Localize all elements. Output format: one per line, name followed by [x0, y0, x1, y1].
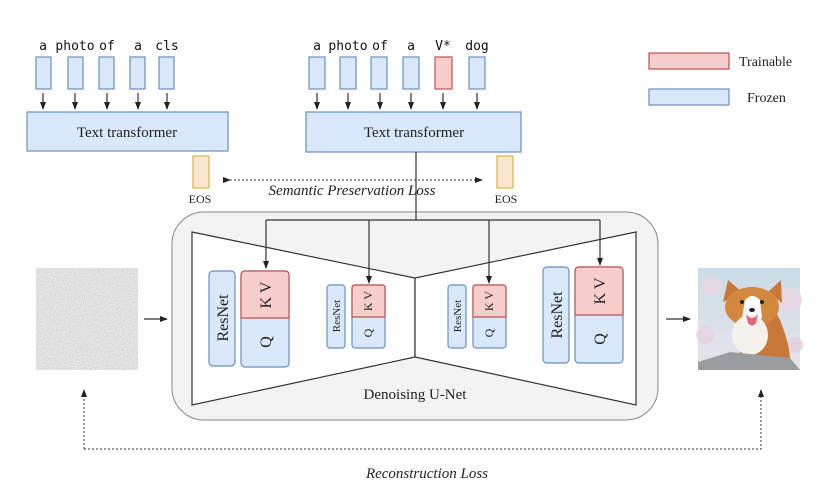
token-label: a — [407, 39, 415, 54]
resnet-label: ResNet — [549, 291, 566, 339]
resnet-label: ResNet — [215, 294, 232, 342]
eos-label: EOS — [495, 192, 518, 206]
unet-block-1: ResNet K V Q — [208, 270, 290, 368]
token-embedding — [67, 56, 84, 90]
token-label: dog — [465, 39, 488, 54]
token-embedding — [370, 56, 388, 90]
token-embedding — [402, 56, 420, 90]
token-embedding — [308, 56, 326, 90]
token-label: a — [313, 39, 321, 54]
resnet-label: ResNet — [452, 300, 464, 332]
left-text-encoder: a photo of a cls Text transformer EOS — [26, 39, 229, 206]
token-embedding — [98, 56, 115, 90]
kv-block — [574, 266, 624, 316]
unet-block-4: ResNet K V Q — [542, 266, 624, 364]
unet-label: Denoising U-Net — [364, 387, 468, 403]
kv-block — [472, 284, 507, 318]
eos-label: EOS — [189, 192, 212, 206]
token-embedding — [158, 56, 175, 90]
reconstruction-loss-label: Reconstruction Loss — [365, 466, 488, 482]
text-transformer-label: Text transformer — [77, 125, 177, 141]
token-label: photo — [55, 39, 94, 54]
unet-block-2: ResNet K V Q — [326, 284, 386, 349]
legend-frozen-label: Frozen — [747, 91, 786, 106]
q-label: Q — [482, 328, 496, 337]
right-text-encoder: a photo of a V* dog Text transformer EOS — [305, 39, 522, 206]
token-label: a — [39, 39, 47, 54]
token-embedding — [339, 56, 357, 90]
kv-block — [351, 284, 386, 318]
kv-block — [240, 270, 290, 319]
q-label: Q — [592, 333, 609, 345]
kv-label: K V — [361, 291, 375, 311]
noise-image — [36, 268, 138, 370]
legend-frozen-swatch — [648, 88, 730, 106]
text-transformer-label: Text transformer — [364, 125, 464, 141]
kv-label: K V — [258, 281, 275, 308]
token-label: a — [134, 39, 142, 54]
token-embedding — [129, 56, 146, 90]
token-label: cls — [155, 39, 178, 54]
resnet-block — [447, 284, 467, 349]
legend: Trainable Frozen — [648, 52, 792, 106]
legend-trainable-swatch — [648, 52, 730, 70]
reconstruction-loss-arrow-right — [84, 389, 764, 450]
trainable-token-embedding — [434, 56, 453, 90]
token-label: of — [372, 39, 388, 54]
resnet-block — [208, 270, 236, 367]
eos-embedding — [192, 155, 210, 189]
semantic-preservation-loss-label: Semantic Preservation Loss — [269, 183, 436, 199]
q-label: Q — [258, 336, 275, 348]
corgi-dog-photo — [696, 268, 803, 370]
q-label: Q — [361, 328, 375, 337]
kv-label: K V — [592, 277, 609, 304]
token-label: of — [99, 39, 115, 54]
eos-embedding — [496, 155, 514, 189]
unet-block-3: ResNet K V Q — [447, 284, 507, 349]
token-embedding — [35, 56, 52, 90]
text-transformer-block — [26, 111, 229, 152]
resnet-label: ResNet — [331, 300, 343, 332]
legend-trainable-label: Trainable — [739, 55, 792, 70]
token-label: V* — [435, 39, 451, 54]
resnet-block — [326, 284, 346, 349]
kv-label: K V — [482, 291, 496, 311]
text-transformer-block — [305, 111, 522, 153]
token-embedding — [468, 56, 486, 90]
resnet-block — [542, 266, 570, 364]
token-label: photo — [328, 39, 367, 54]
